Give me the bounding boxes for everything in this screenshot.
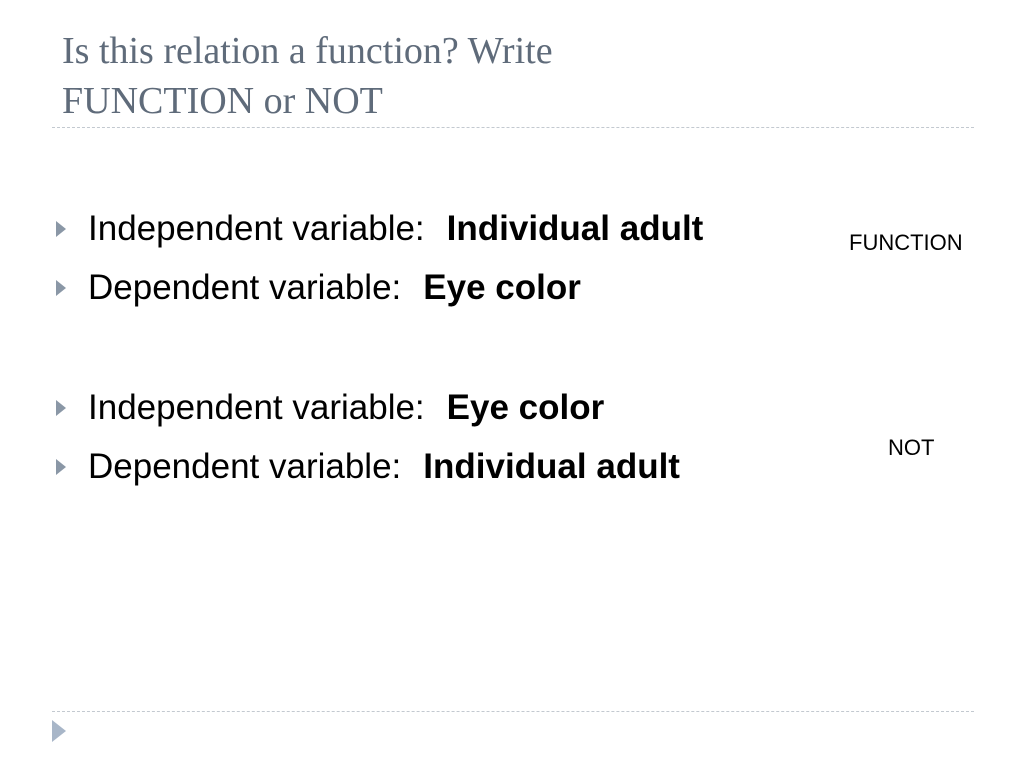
footer-divider	[52, 711, 974, 712]
bullet-value: Individual adult	[423, 447, 680, 486]
bullet-item-4: Dependent variable: Individual adult	[52, 447, 680, 487]
triangle-right-icon	[56, 459, 66, 475]
bullet-label: Dependent variable:	[88, 268, 402, 307]
bullet-label: Independent variable:	[88, 388, 425, 427]
answer-function: FUNCTION	[849, 230, 963, 255]
bullet-value: Eye color	[423, 268, 581, 307]
bullet-item-2: Dependent variable: Eye color	[52, 268, 581, 308]
title-divider	[52, 127, 974, 128]
bullet-label: Independent variable:	[88, 209, 425, 248]
bullet-value: Eye color	[446, 388, 605, 427]
slide-title-line-2: FUNCTION or NOT	[62, 80, 383, 122]
answer-not: NOT	[888, 435, 935, 460]
bullet-value: Individual adult	[446, 209, 704, 248]
slide-title: Is this relation a function? Write FUNCT…	[62, 26, 942, 126]
slide-title-line-1: Is this relation a function? Write	[62, 30, 553, 72]
bullet-item-3: Independent variable: Eye color	[52, 388, 604, 428]
triangle-right-icon	[56, 280, 66, 296]
triangle-right-icon	[56, 400, 66, 416]
bullet-label: Dependent variable:	[88, 447, 402, 486]
play-arrow-icon[interactable]	[52, 720, 66, 742]
triangle-right-icon	[56, 221, 66, 237]
bullet-item-1: Independent variable: Individual adult	[52, 209, 703, 249]
